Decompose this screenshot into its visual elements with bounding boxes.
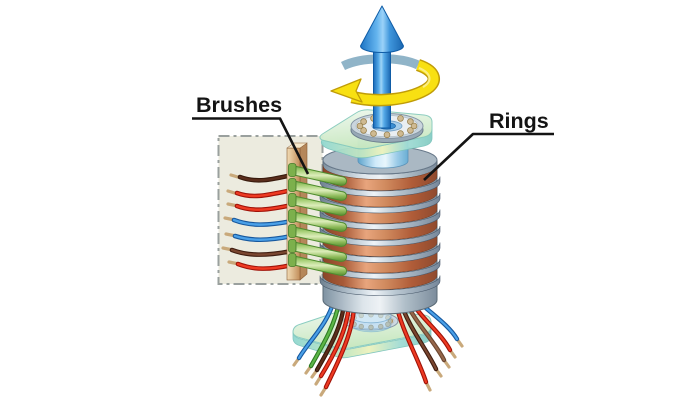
lead-wire-red: [227, 260, 295, 271]
brush: [288, 253, 347, 276]
lead-wire-brown: [221, 246, 295, 257]
separator-discs: [319, 176, 441, 296]
brush: [288, 178, 347, 201]
lead-wire-red: [226, 187, 295, 199]
bottom-bearing: [343, 308, 399, 333]
lead-wire-blue: [223, 216, 295, 227]
lead-wire-red: [226, 202, 295, 212]
axis-arrowhead: [360, 5, 404, 53]
lead-wire-blue: [224, 232, 295, 243]
copper-ring: [322, 165, 438, 191]
brushes-callout: Brushes: [192, 93, 310, 175]
rings-callout: Rings: [423, 109, 554, 181]
slip-ring-cylinder: [319, 145, 441, 315]
rings-leader-line: [423, 132, 554, 181]
brushes: [288, 163, 347, 276]
separator-disc: [319, 275, 441, 296]
brushes-leader-line: [192, 117, 310, 175]
rotation-axis-arrow: [360, 5, 404, 129]
brush-lead-wires: [221, 172, 295, 271]
brush: [288, 193, 347, 216]
brush: [288, 209, 347, 232]
brushes-label: Brushes: [196, 93, 282, 117]
copper-rings: [322, 165, 438, 290]
brush: [288, 239, 347, 262]
axis-shaft: [373, 42, 391, 129]
rotation-arrowhead: [330, 78, 363, 103]
separator-disc: [319, 258, 441, 280]
rings-label: Rings: [489, 109, 549, 133]
brush: [288, 224, 347, 247]
rotation-direction-arrow: [330, 59, 440, 107]
